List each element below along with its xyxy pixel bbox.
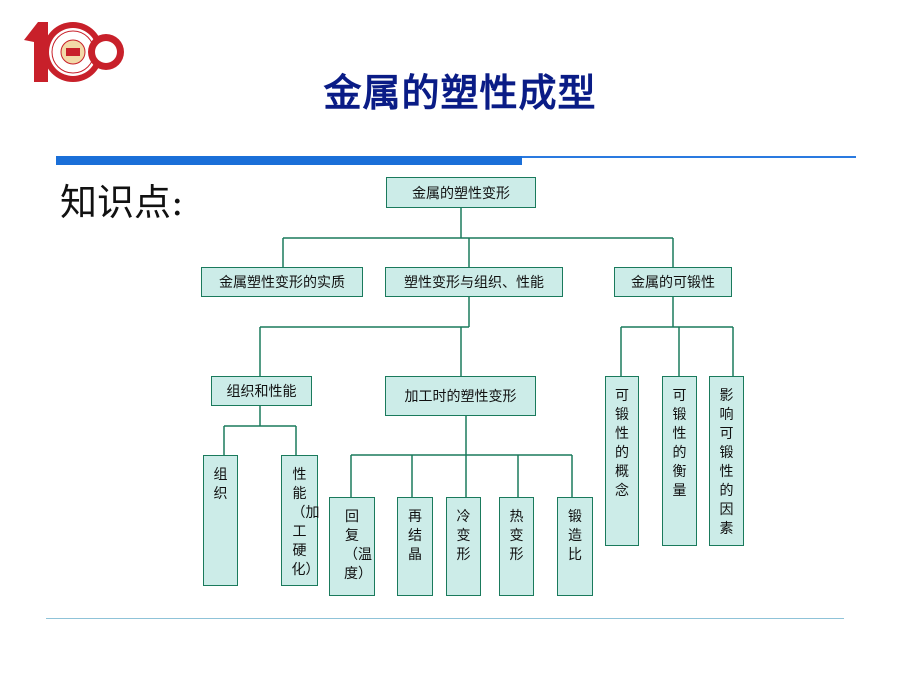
university-logo — [24, 22, 124, 82]
node-work-hardening-label: 性能（加工硬化） — [291, 467, 320, 578]
node-recovery: 回复（温度） — [329, 497, 375, 596]
node-structure-label: 组织 — [213, 467, 228, 502]
node-processing-deformation: 加工时的塑性变形 — [385, 376, 536, 416]
footer-divider-line — [46, 618, 844, 619]
node-forgeability: 金属的可锻性 — [614, 267, 732, 297]
node-structure: 组织 — [203, 455, 238, 586]
node-forging-ratio: 锻造比 — [557, 497, 593, 596]
slide-title: 金属的塑性成型 — [323, 71, 597, 115]
node-forgeability-concept-label: 可锻性的概念 — [615, 388, 629, 499]
node-recovery-label: 回复（温度） — [344, 509, 372, 582]
node-recrystallization-label: 再结晶 — [408, 509, 422, 563]
title-accent-bar — [56, 156, 522, 165]
node-forging-ratio-label: 锻造比 — [568, 509, 582, 563]
node-forgeability-measure-label: 可锻性的衡量 — [672, 388, 687, 499]
title-divider-line — [522, 156, 856, 158]
node-deformation-essence: 金属塑性变形的实质 — [201, 267, 363, 297]
node-work-hardening: 性能（加工硬化） — [281, 455, 320, 586]
node-hot-deformation: 热变形 — [499, 497, 534, 596]
node-hot-deformation-label: 热变形 — [509, 509, 524, 563]
node-deformation-structure-properties: 塑性变形与组织、性能 — [385, 267, 563, 297]
node-forgeability-concept: 可锻性的概念 — [605, 376, 639, 546]
node-structure-properties: 组织和性能 — [211, 376, 312, 406]
node-recrystallization: 再结晶 — [397, 497, 433, 596]
node-root: 金属的塑性变形 — [386, 177, 536, 208]
node-forgeability-factors: 影响可锻性的因素 — [709, 376, 744, 546]
subtitle-knowledge-points: 知识点: — [60, 181, 184, 224]
node-forgeability-measure: 可锻性的衡量 — [662, 376, 697, 546]
node-cold-deformation-label: 冷变形 — [456, 509, 471, 563]
node-cold-deformation: 冷变形 — [446, 497, 481, 596]
node-forgeability-factors-label: 影响可锻性的因素 — [719, 388, 734, 537]
